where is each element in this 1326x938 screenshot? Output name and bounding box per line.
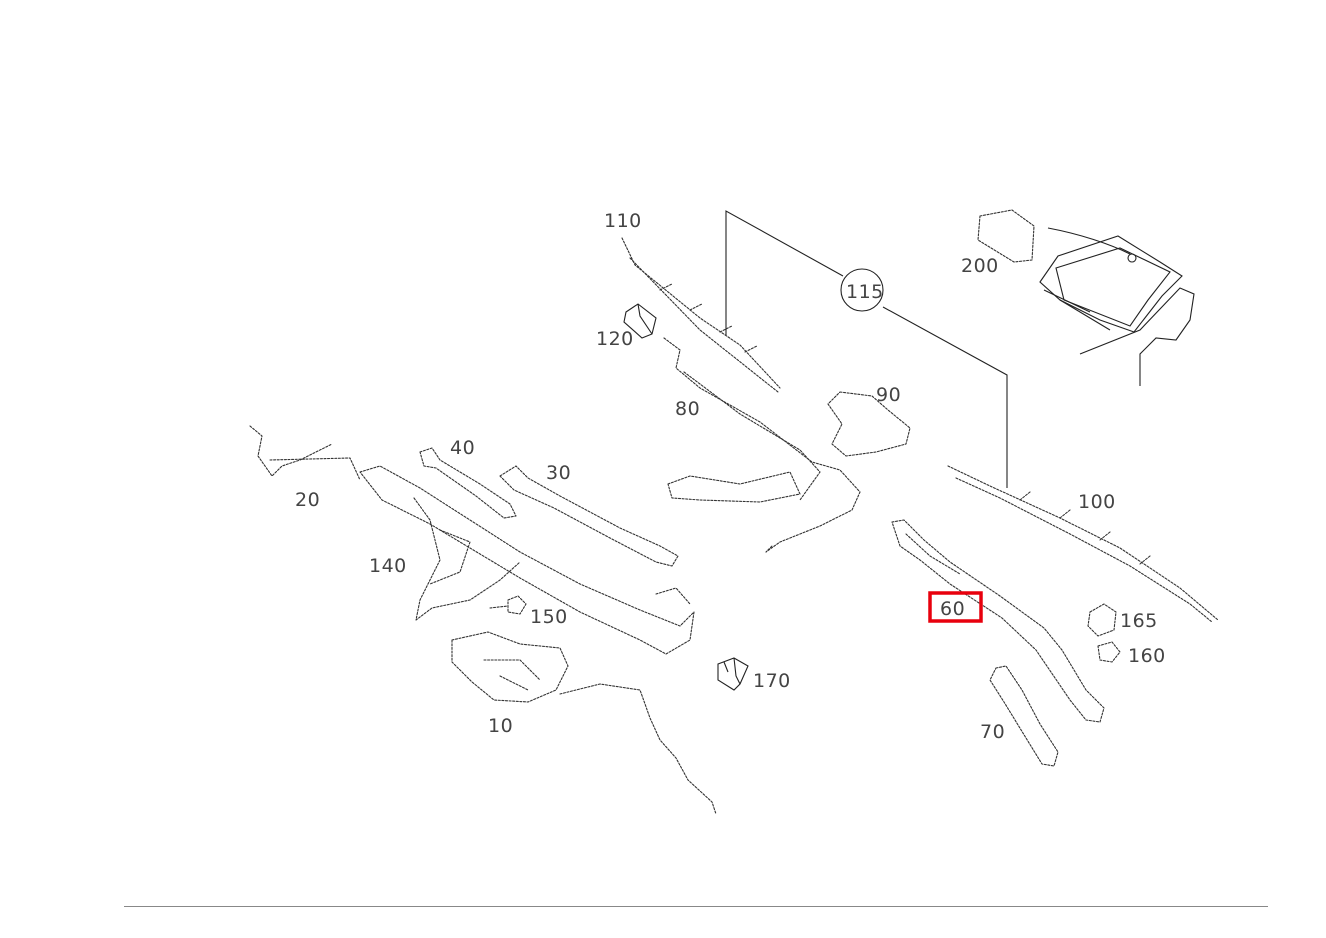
label-110[interactable]: 110: [604, 210, 642, 232]
linkage-frame-part: [359, 465, 695, 655]
label-40[interactable]: 40: [450, 437, 475, 459]
car-windshield-inset: [977, 209, 1195, 386]
label-120[interactable]: 120: [596, 328, 634, 350]
label-160[interactable]: 160: [1128, 645, 1166, 667]
bracket-part: [717, 657, 749, 691]
rod-upper-part: [419, 447, 517, 519]
label-140[interactable]: 140: [369, 555, 407, 577]
cap-part: [1087, 603, 1117, 637]
label-150[interactable]: 150: [530, 606, 568, 628]
linkage-left-part: [249, 425, 361, 481]
rod-lower-part: [499, 465, 679, 567]
wiper-blade-left-part: [621, 237, 781, 393]
label-20[interactable]: 20: [295, 489, 320, 511]
label-70[interactable]: 70: [980, 721, 1005, 743]
clip-part: [623, 303, 657, 339]
label-115[interactable]: 115: [846, 281, 884, 303]
wiper-blade-right-part: [947, 465, 1219, 623]
label-80[interactable]: 80: [675, 398, 700, 420]
motor-part: [451, 631, 717, 815]
cover-part: [827, 391, 911, 457]
wiper-arm-right-part: [891, 519, 1105, 723]
selected-part-highlight: [928, 591, 983, 623]
label-170[interactable]: 170: [753, 670, 791, 692]
callout-frame-115: [725, 210, 1008, 488]
label-10[interactable]: 10: [488, 715, 513, 737]
arm-piece-part: [989, 665, 1059, 767]
callout-circle-115: [840, 268, 884, 312]
label-30[interactable]: 30: [546, 462, 571, 484]
footer-divider: [124, 906, 1268, 907]
label-165[interactable]: 165: [1120, 610, 1158, 632]
label-60[interactable]: 60: [940, 598, 965, 620]
nut-part: [1097, 641, 1121, 663]
screw-part: [489, 595, 527, 615]
label-200[interactable]: 200: [961, 255, 999, 277]
label-90[interactable]: 90: [876, 384, 901, 406]
wiper-arm-left-part: [663, 337, 861, 553]
label-100[interactable]: 100: [1078, 491, 1116, 513]
